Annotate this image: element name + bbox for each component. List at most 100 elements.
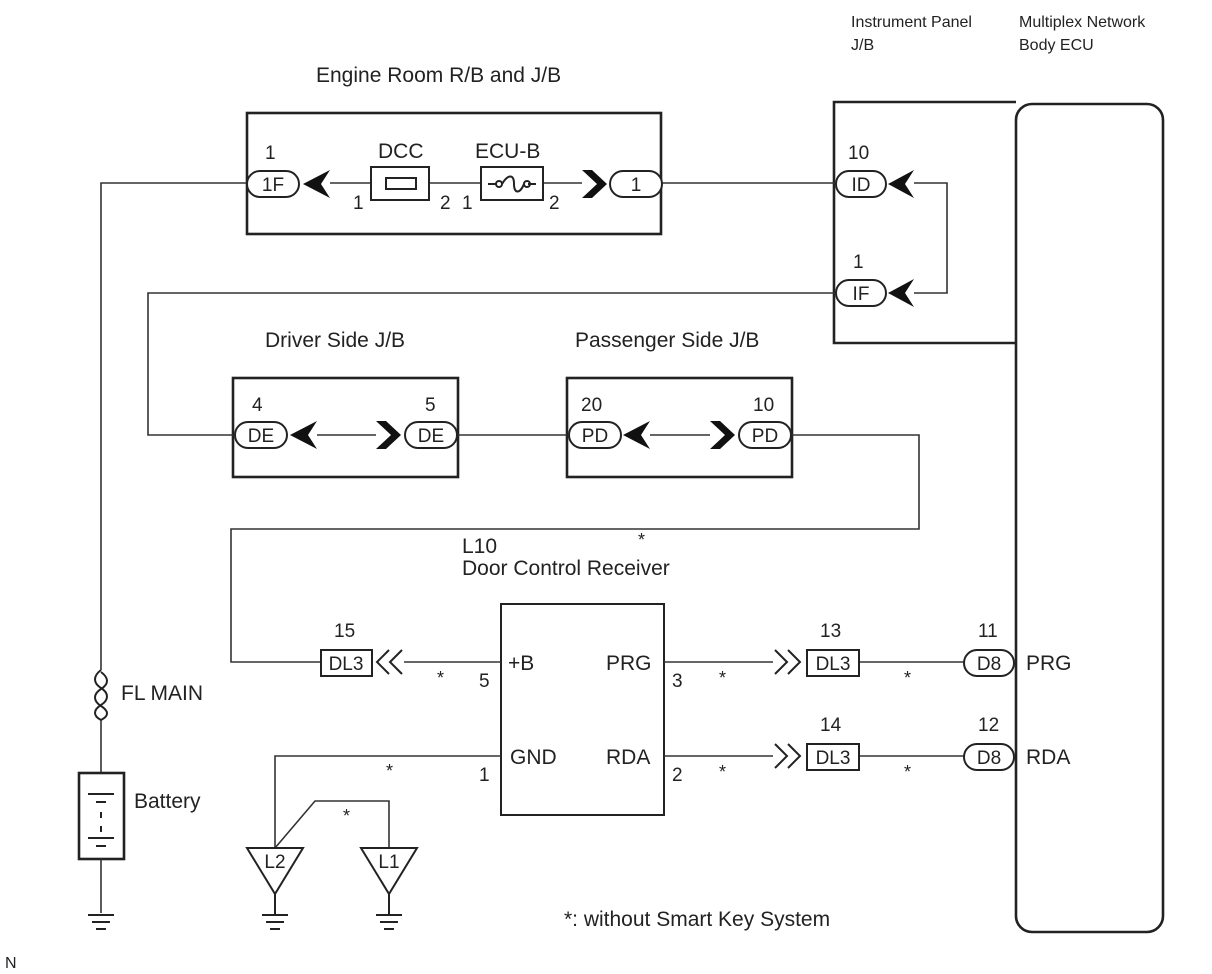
conn-de-5-label: DE bbox=[418, 426, 444, 447]
conn-dl3-15-arrow bbox=[375, 649, 403, 675]
fuse-dcc-pin-out: 2 bbox=[440, 193, 451, 214]
conn-pd-10-pin: 10 bbox=[753, 395, 774, 416]
asterisk-receiver-feed: * bbox=[638, 530, 645, 550]
conn-if-label: IF bbox=[853, 284, 870, 305]
conn-pd-10 bbox=[738, 421, 792, 449]
conn-id-arrow bbox=[888, 170, 914, 198]
conn-de-5-arrow bbox=[376, 421, 401, 449]
terminal-prg-name: PRG bbox=[606, 652, 652, 675]
ground-l2-label: L2 bbox=[264, 852, 285, 873]
conn-pd-20-label: PD bbox=[582, 426, 608, 447]
conn-de-5-pin: 5 bbox=[425, 395, 436, 416]
engine-room-jb-title: Engine Room R/B and J/B bbox=[316, 64, 561, 87]
fuse-dcc-element bbox=[385, 177, 417, 190]
fuse-ecu-b-pin-out: 2 bbox=[549, 193, 560, 214]
ip-jb-box bbox=[832, 100, 1016, 345]
conn-dl3-14-label: DL3 bbox=[816, 748, 851, 769]
ecu-terminal-rda: RDA bbox=[1026, 746, 1070, 769]
ip-jb-label-line1: Instrument Panel bbox=[851, 14, 972, 31]
footnote: *: without Smart Key System bbox=[564, 908, 830, 931]
conn-if-arrow bbox=[888, 279, 914, 307]
conn-dl3-14-pin: 14 bbox=[820, 715, 842, 736]
body-ecu-box bbox=[1014, 102, 1165, 934]
conn-1f-pin: 1 bbox=[265, 143, 276, 164]
terminal-prg-pin: 3 bbox=[672, 671, 683, 692]
ip-jb-label-line2: J/B bbox=[851, 37, 874, 54]
fuse-ecu-b-label: ECU-B bbox=[475, 140, 540, 163]
battery-earth-icon bbox=[88, 914, 114, 930]
conn-pd-20-pin: 20 bbox=[581, 395, 602, 416]
engine-room-jb-box bbox=[245, 111, 663, 236]
receiver-name: Door Control Receiver bbox=[462, 557, 670, 580]
conn-pd-10-label: PD bbox=[752, 426, 778, 447]
terminal-b-pin: 5 bbox=[479, 671, 490, 692]
terminal-b-name: +B bbox=[508, 652, 534, 675]
passenger-jb-box bbox=[565, 376, 794, 479]
fl-main-fusible-link-icon bbox=[94, 669, 108, 721]
terminal-gnd-pin: 1 bbox=[479, 765, 490, 786]
asterisk-prg-1: * bbox=[719, 668, 726, 688]
conn-de-4-pin: 4 bbox=[252, 395, 263, 416]
battery-label: Battery bbox=[134, 790, 201, 813]
conn-dl3-13 bbox=[806, 649, 860, 677]
ecu-label-line2: Body ECU bbox=[1019, 37, 1094, 54]
wire-ip-to-driver bbox=[147, 292, 836, 436]
conn-d8-11-label: D8 bbox=[977, 654, 1001, 675]
conn-id-pin: 10 bbox=[848, 143, 869, 164]
fuse-dcc bbox=[370, 166, 430, 201]
receiver-code: L10 bbox=[462, 535, 497, 558]
conn-id-label: ID bbox=[852, 175, 871, 196]
conn-pd-20-arrow bbox=[623, 421, 650, 449]
conn-dl3-13-label: DL3 bbox=[816, 654, 851, 675]
fuse-dcc-label: DCC bbox=[378, 140, 424, 163]
conn-er-1 bbox=[609, 170, 663, 198]
conn-d8-11-pin: 11 bbox=[978, 621, 998, 642]
fuse-ecu-b-terminal-out bbox=[523, 180, 531, 188]
conn-d8-12 bbox=[963, 743, 1015, 771]
conn-dl3-15-pin: 15 bbox=[334, 621, 355, 642]
asterisk-prg-2: * bbox=[904, 668, 911, 688]
ecu-label-line1: Multiplex Network bbox=[1019, 14, 1146, 31]
ground-l1-label: L1 bbox=[378, 852, 399, 873]
battery-cell-icon bbox=[88, 793, 114, 847]
wire-l2-to-l1 bbox=[274, 800, 390, 849]
asterisk-rda-1: * bbox=[719, 762, 726, 782]
ground-l2-symbol bbox=[245, 847, 305, 896]
fuse-ecu-b bbox=[480, 166, 544, 201]
fl-main-label: FL MAIN bbox=[121, 682, 203, 705]
conn-1f-label: 1F bbox=[262, 175, 284, 196]
terminal-rda-name: RDA bbox=[606, 746, 650, 769]
conn-d8-11 bbox=[963, 649, 1015, 677]
terminal-rda-pin: 2 bbox=[672, 765, 683, 786]
asterisk-gnd: * bbox=[386, 761, 393, 781]
door-control-receiver-box bbox=[500, 603, 665, 816]
conn-de-4-arrow bbox=[290, 421, 317, 449]
passenger-jb-title: Passenger Side J/B bbox=[575, 329, 759, 352]
conn-d8-12-pin: 12 bbox=[978, 715, 999, 736]
ground-l1-earth-icon bbox=[376, 894, 402, 930]
conn-dl3-15-label: DL3 bbox=[329, 654, 364, 675]
terminal-gnd-name: GND bbox=[510, 746, 557, 769]
conn-dl3-13-arrow bbox=[774, 649, 802, 675]
ecu-terminal-prg: PRG bbox=[1026, 652, 1072, 675]
fuse-ecu-b-pin-in: 1 bbox=[462, 193, 473, 214]
ground-l1-symbol bbox=[359, 847, 419, 896]
corner-mark: N bbox=[5, 955, 17, 972]
asterisk-b: * bbox=[437, 668, 444, 688]
wire-passenger-to-dl3 bbox=[230, 434, 920, 663]
driver-jb-title: Driver Side J/B bbox=[265, 329, 405, 352]
fuse-dcc-pin-in: 1 bbox=[353, 193, 364, 214]
conn-id bbox=[835, 170, 887, 198]
conn-de-4 bbox=[234, 421, 288, 449]
conn-if bbox=[835, 279, 887, 307]
conn-de-4-label: DE bbox=[248, 426, 274, 447]
conn-dl3-13-pin: 13 bbox=[820, 621, 841, 642]
wire-battery-feed bbox=[100, 182, 247, 772]
asterisk-l2-l1: * bbox=[343, 806, 350, 826]
fuse-ecu-b-terminal-in bbox=[495, 180, 503, 188]
conn-pd-20 bbox=[568, 421, 622, 449]
asterisk-rda-2: * bbox=[904, 762, 911, 782]
conn-er-1-arrow bbox=[582, 170, 607, 198]
conn-pd-10-arrow bbox=[710, 421, 735, 449]
wire-gnd bbox=[274, 755, 501, 848]
